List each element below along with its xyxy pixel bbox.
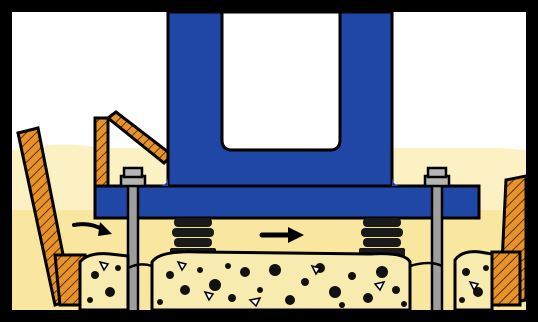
anchor-bolt-right: [432, 170, 442, 320]
head-box-post: [95, 118, 108, 190]
machine-baseplate: [95, 186, 479, 218]
formwork-foot-right: [492, 252, 520, 305]
anchor-nut-top-right: [428, 168, 446, 177]
anchor-nut-top-left: [124, 168, 142, 177]
